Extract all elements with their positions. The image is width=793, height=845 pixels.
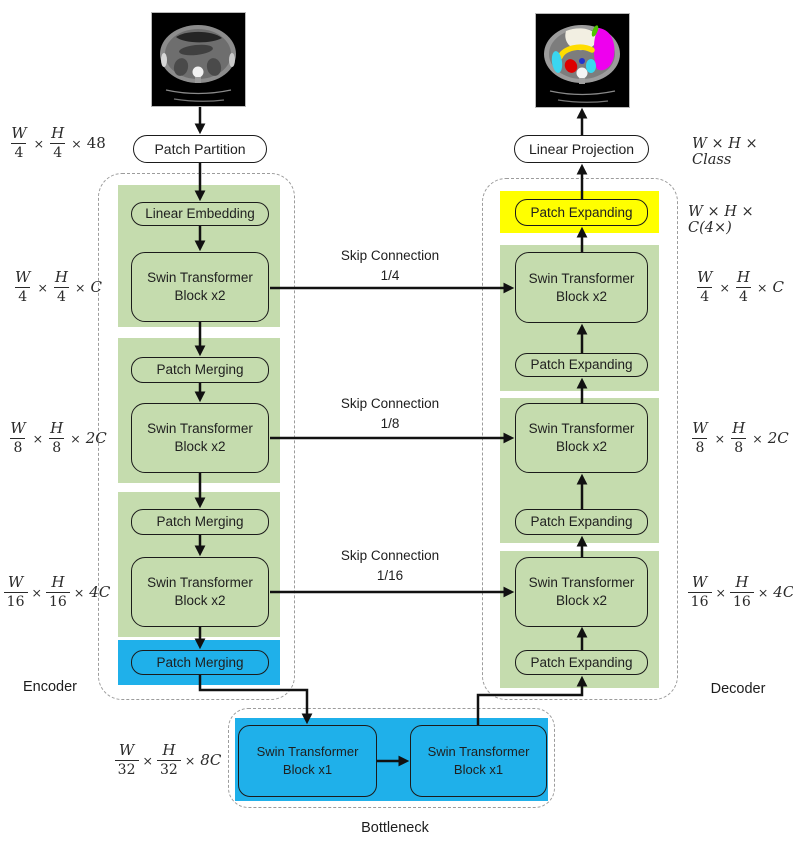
bottleneck-swin-block-1: Swin Transformer Block x1: [238, 725, 377, 797]
linear-projection-box: Linear Projection: [514, 135, 649, 163]
patch-merging-box-2: Patch Merging: [131, 509, 269, 535]
skip-connection-3: Skip Connection 1/16: [300, 546, 480, 586]
dim-right-output: W × H × Class: [692, 136, 758, 168]
linear-embedding-label: Linear Embedding: [145, 206, 255, 221]
linear-embedding-box: Linear Embedding: [131, 202, 269, 226]
encoder-swin-block-1: Swin Transformer Block x2: [131, 252, 269, 322]
patch-partition-label: Patch Partition: [154, 141, 246, 157]
encoder-container: [98, 173, 295, 700]
patch-expanding-label: Patch Expanding: [530, 514, 633, 529]
skip-ratio: 1/16: [376, 568, 404, 583]
swin-line1: Swin Transformer: [256, 744, 359, 759]
patch-expanding-final-box: Patch Expanding: [515, 199, 648, 226]
swin-line2: Block x2: [174, 288, 226, 303]
dim-right-expand4x: W × H × C(4×): [688, 204, 754, 236]
encoder-swin-block-3: Swin Transformer Block x2: [131, 557, 269, 627]
swin-line2: Block x2: [174, 593, 226, 608]
decoder-swin-block-2: Swin Transformer Block x2: [515, 403, 648, 473]
output-segmentation-image: [535, 13, 630, 108]
swin-line1: Swin Transformer: [528, 575, 635, 590]
swin-line2: Block x2: [555, 439, 608, 454]
skip-label: Skip Connection: [340, 548, 440, 563]
segmentation-graphic: [536, 14, 629, 107]
skip-connection-2: Skip Connection 1/8: [300, 394, 480, 434]
patch-expanding-box-1: Patch Expanding: [515, 353, 648, 377]
skip-ratio: 1/8: [380, 416, 400, 431]
swin-line2: Block x2: [555, 593, 608, 608]
swin-line2: Block x2: [555, 288, 608, 304]
bottleneck-swin-block-2: Swin Transformer Block x1: [410, 725, 547, 797]
encoder-swin-block-2: Swin Transformer Block x2: [131, 403, 269, 473]
bottleneck-label: Bottleneck: [361, 820, 429, 836]
skip-label: Skip Connection: [340, 248, 440, 263]
input-ct-image: [151, 12, 246, 107]
skip-ratio: 1/4: [380, 268, 400, 283]
patch-merging-box-1: Patch Merging: [131, 357, 269, 383]
skip-connection-1: Skip Connection 1/4: [300, 246, 480, 286]
swin-line1: Swin Transformer: [528, 270, 635, 286]
patch-partition-box: Patch Partition: [133, 135, 267, 163]
swin-line2: Block x2: [174, 439, 226, 454]
patch-expanding-label: Patch Expanding: [530, 357, 633, 372]
patch-expanding-label: Patch Expanding: [530, 654, 633, 670]
decoder-swin-block-3: Swin Transformer Block x2: [515, 557, 648, 627]
patch-expanding-label: Patch Expanding: [530, 204, 633, 220]
decoder-swin-block-1: Swin Transformer Block x2: [515, 252, 648, 323]
swin-line1: Swin Transformer: [528, 421, 635, 436]
patch-expanding-box-3: Patch Expanding: [515, 650, 648, 675]
skip-label: Skip Connection: [340, 396, 440, 411]
swin-line1: Swin Transformer: [147, 575, 253, 590]
swin-line2: Block x1: [282, 762, 333, 777]
patch-merging-label: Patch Merging: [156, 362, 244, 377]
linear-projection-label: Linear Projection: [528, 141, 635, 157]
patch-expanding-box-2: Patch Expanding: [515, 509, 648, 535]
patch-merging-label: Patch Merging: [156, 514, 244, 529]
bottleneck-container: [228, 708, 555, 808]
swin-line1: Swin Transformer: [147, 270, 253, 285]
swin-line1: Swin Transformer: [147, 421, 253, 436]
decoder-label: Decoder: [710, 681, 766, 697]
patch-merging-box-3: Patch Merging: [131, 650, 269, 675]
swin-line2: Block x1: [453, 762, 504, 777]
ct-slice-graphic: [152, 13, 245, 106]
patch-merging-label: Patch Merging: [156, 654, 244, 670]
encoder-label: Encoder: [22, 679, 77, 695]
swin-line1: Swin Transformer: [427, 744, 530, 759]
